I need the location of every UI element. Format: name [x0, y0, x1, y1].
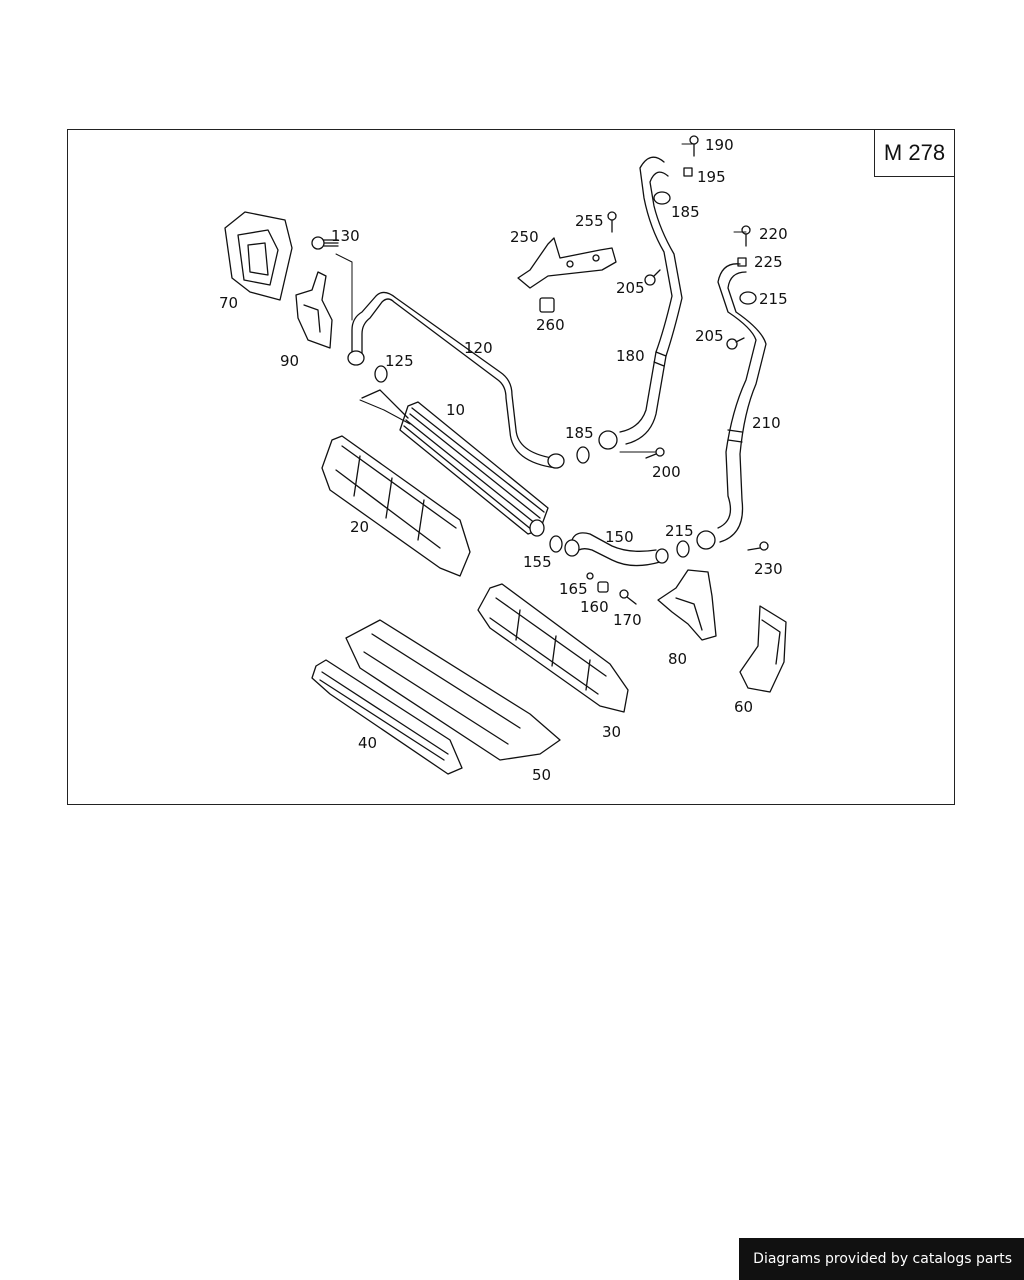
- part-130-bolt: [311, 236, 339, 250]
- callout-70: 70: [219, 294, 238, 312]
- callout-210: 210: [752, 414, 781, 432]
- callout-225: 225: [754, 253, 783, 271]
- part-180-hose: [598, 156, 683, 450]
- callout-260: 260: [536, 316, 565, 334]
- diagram-frame: [67, 129, 955, 805]
- callout-215-lower: 215: [665, 522, 694, 540]
- part-80-bracket: [657, 569, 717, 641]
- part-125-o-ring: [374, 365, 388, 383]
- part-160-nut: [597, 581, 609, 593]
- callout-30: 30: [602, 723, 621, 741]
- callout-220: 220: [759, 225, 788, 243]
- part-120-pipe: [347, 291, 565, 469]
- part-20-air-duct: [321, 435, 471, 577]
- part-90-bracket: [295, 271, 333, 349]
- callout-250: 250: [510, 228, 539, 246]
- callout-230: 230: [754, 560, 783, 578]
- callout-180: 180: [616, 347, 645, 365]
- part-255-bolt: [607, 211, 617, 233]
- callout-155: 155: [523, 553, 552, 571]
- callout-255: 255: [575, 212, 604, 230]
- attribution-badge: Diagrams provided by catalogs parts: [739, 1238, 1024, 1280]
- part-50-lower-duct: [345, 619, 561, 761]
- part-40-grille: [311, 659, 463, 775]
- callout-170: 170: [613, 611, 642, 629]
- callout-labels: 10 20 30 40 50 60 70 80 90 120 125 130 1…: [219, 136, 788, 784]
- part-215-o-ring-lower: [676, 540, 690, 558]
- part-30-panel: [477, 583, 629, 713]
- part-165-washer: [586, 572, 594, 580]
- callout-215-upper: 215: [759, 290, 788, 308]
- callout-120: 120: [464, 339, 493, 357]
- callout-205-upper: 205: [616, 279, 645, 297]
- part-10-intercooler: [361, 389, 549, 537]
- part-185-o-ring-lower: [576, 446, 590, 464]
- part-220-bolt: [741, 225, 751, 247]
- part-200-bolt: [645, 447, 665, 459]
- callout-130: 130: [331, 227, 360, 245]
- callout-190: 190: [705, 136, 734, 154]
- part-190-bolt: [689, 135, 699, 157]
- attribution-text: Diagrams provided by catalogs parts: [753, 1251, 1012, 1267]
- callout-150: 150: [605, 528, 634, 546]
- callout-50: 50: [532, 766, 551, 784]
- model-code: M 278: [883, 140, 946, 165]
- callout-200: 200: [652, 463, 681, 481]
- part-170-bolt: [619, 589, 637, 605]
- part-60-shroud: [739, 605, 787, 693]
- callout-160: 160: [580, 598, 609, 616]
- part-155-o-ring: [549, 535, 563, 553]
- part-70-shroud: [224, 211, 293, 301]
- callout-90: 90: [280, 352, 299, 370]
- callout-10: 10: [446, 401, 465, 419]
- part-230-bolt: [747, 541, 769, 551]
- part-185-o-ring-upper: [653, 191, 671, 205]
- part-150-pipe: [564, 532, 669, 567]
- part-225-clip: [737, 257, 747, 267]
- callout-185-lower: 185: [565, 424, 594, 442]
- leader-lines: [335, 143, 747, 453]
- callout-195: 195: [697, 168, 726, 186]
- part-260-nut: [539, 297, 555, 313]
- callout-205-lower: 205: [695, 327, 724, 345]
- callout-40: 40: [358, 734, 377, 752]
- callout-80: 80: [668, 650, 687, 668]
- callout-60: 60: [734, 698, 753, 716]
- part-205-bolt-lower: [726, 337, 745, 350]
- callout-185-upper: 185: [671, 203, 700, 221]
- part-215-o-ring-upper: [739, 291, 757, 305]
- callout-20: 20: [350, 518, 369, 536]
- model-code-box: M 278: [874, 129, 955, 177]
- part-210-hose: [696, 263, 767, 550]
- part-195-clip: [683, 167, 693, 177]
- part-205-bolt-upper: [644, 269, 661, 286]
- callout-165: 165: [559, 580, 588, 598]
- part-250-bracket: [517, 237, 617, 289]
- callout-125: 125: [385, 352, 414, 370]
